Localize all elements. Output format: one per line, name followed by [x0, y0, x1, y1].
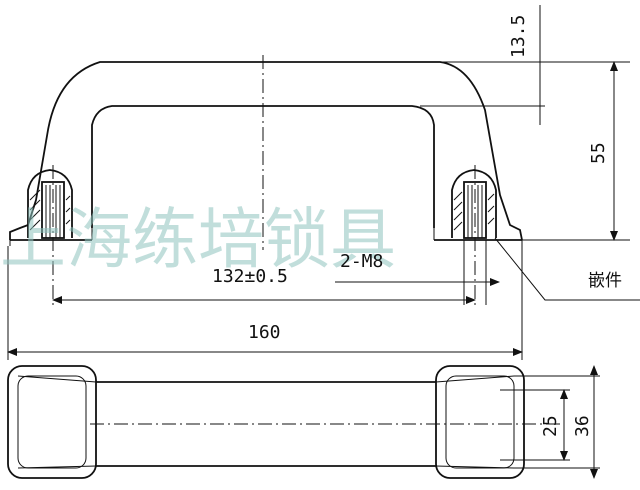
- dim-height: [420, 5, 630, 241]
- dim-text-132: 132±0.5: [212, 266, 288, 287]
- plan-edge: [435, 375, 515, 383]
- dim-text-36: 36: [572, 415, 593, 437]
- handle-plan-view: [7, 365, 560, 479]
- dim-text-25: 25: [540, 415, 561, 437]
- dim-hole-spacing: [52, 240, 487, 305]
- handle-outer-outline: [9, 61, 523, 241]
- insert-right-hatch: [453, 191, 495, 231]
- plan-right-end-inner: [445, 375, 515, 469]
- plan-left-end-inner: [17, 375, 87, 469]
- plan-edge: [17, 465, 97, 469]
- dim-text-160: 160: [248, 322, 281, 343]
- dim-length: [7, 240, 523, 360]
- insert-label: 嵌件: [588, 271, 622, 291]
- dim-text-55: 55: [588, 142, 609, 164]
- insert-right: [451, 169, 497, 239]
- plan-left-end-outer: [7, 365, 97, 479]
- insert-left-boss: [27, 169, 73, 238]
- insert-right-boss: [451, 169, 497, 238]
- watermark-text: 上海练培锁具: [0, 201, 396, 278]
- plan-edge: [435, 465, 515, 469]
- plan-right-end-outer: [435, 365, 525, 479]
- plan-edge: [17, 375, 97, 383]
- insert-left-hatch: [29, 189, 71, 231]
- handle-inner-outline: [91, 105, 435, 228]
- insert-left: [27, 169, 73, 239]
- dim-plan-width: [500, 365, 600, 479]
- insert-leader: [494, 237, 640, 301]
- dim-text-13-5: 13.5: [508, 15, 529, 58]
- dim-text-thread: 2-M8: [340, 251, 383, 272]
- handle-front-view: [9, 61, 523, 246]
